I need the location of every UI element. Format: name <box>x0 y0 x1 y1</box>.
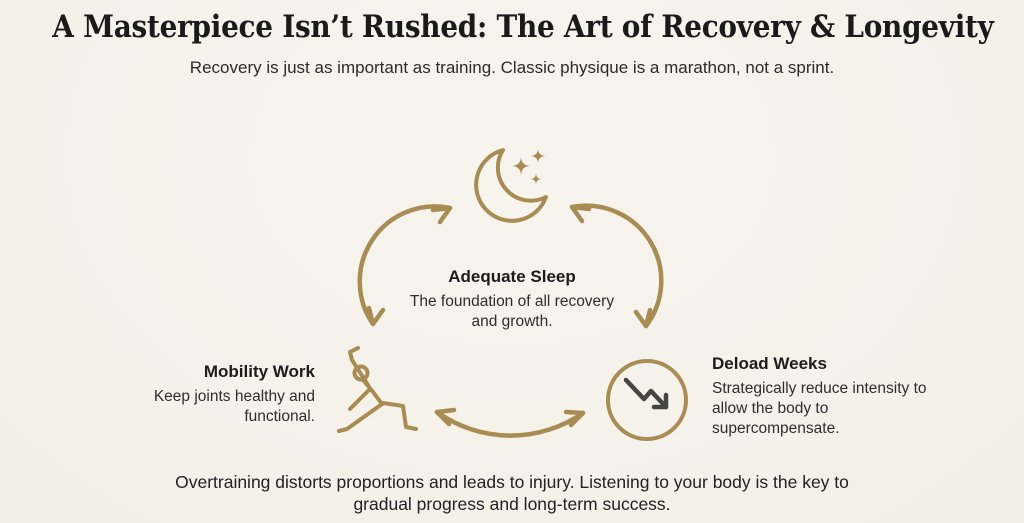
footer-note: Overtraining distorts proportions and le… <box>175 472 849 515</box>
deload-circle <box>606 359 688 441</box>
stretching-figure-icon <box>337 346 418 433</box>
arrowhead-right <box>563 409 586 428</box>
node-description: Strategically reduce intensity to allow … <box>712 380 927 438</box>
cycle-arc-right <box>569 203 664 329</box>
arrowhead-up-right <box>430 205 453 225</box>
crescent-moon-sparkles-icon <box>474 148 548 223</box>
arrowhead-down-right <box>633 307 653 329</box>
arrowhead-up-left <box>569 204 592 224</box>
cycle-arc-left <box>357 204 453 327</box>
trend-down-arrowhead <box>651 392 669 410</box>
cycle-arc-bottom <box>434 409 586 438</box>
node-description: The foundation of all recovery and growt… <box>409 293 615 331</box>
trend-down-arrow <box>623 377 669 410</box>
node-title: Mobility Work <box>203 362 315 381</box>
page-subtitle: Recovery is just as important as trainin… <box>189 58 835 77</box>
node-adequate-sleep: Adequate Sleep The foundation of all rec… <box>397 266 627 332</box>
sparkle-icon <box>530 173 542 185</box>
crescent-moon-icon <box>474 148 548 223</box>
node-description: Keep joints healthy and functional. <box>153 388 315 426</box>
page-title: A Masterpiece Isn’t Rushed: The Art of R… <box>52 9 994 45</box>
declining-trend-circle-icon <box>606 359 688 441</box>
arrowhead-left <box>434 407 457 427</box>
arrowhead-down-left <box>366 305 386 327</box>
header: A Masterpiece Isn’t Rushed: The Art of R… <box>0 9 1024 46</box>
node-title: Deload Weeks <box>712 354 827 373</box>
sparkle-icon <box>530 148 546 164</box>
node-mobility-work: Mobility Work Keep joints healthy and fu… <box>95 361 315 427</box>
node-deload-weeks: Deload Weeks Strategically reduce intens… <box>712 353 938 440</box>
sparkle-icon <box>511 156 531 176</box>
node-title: Adequate Sleep <box>448 267 576 286</box>
